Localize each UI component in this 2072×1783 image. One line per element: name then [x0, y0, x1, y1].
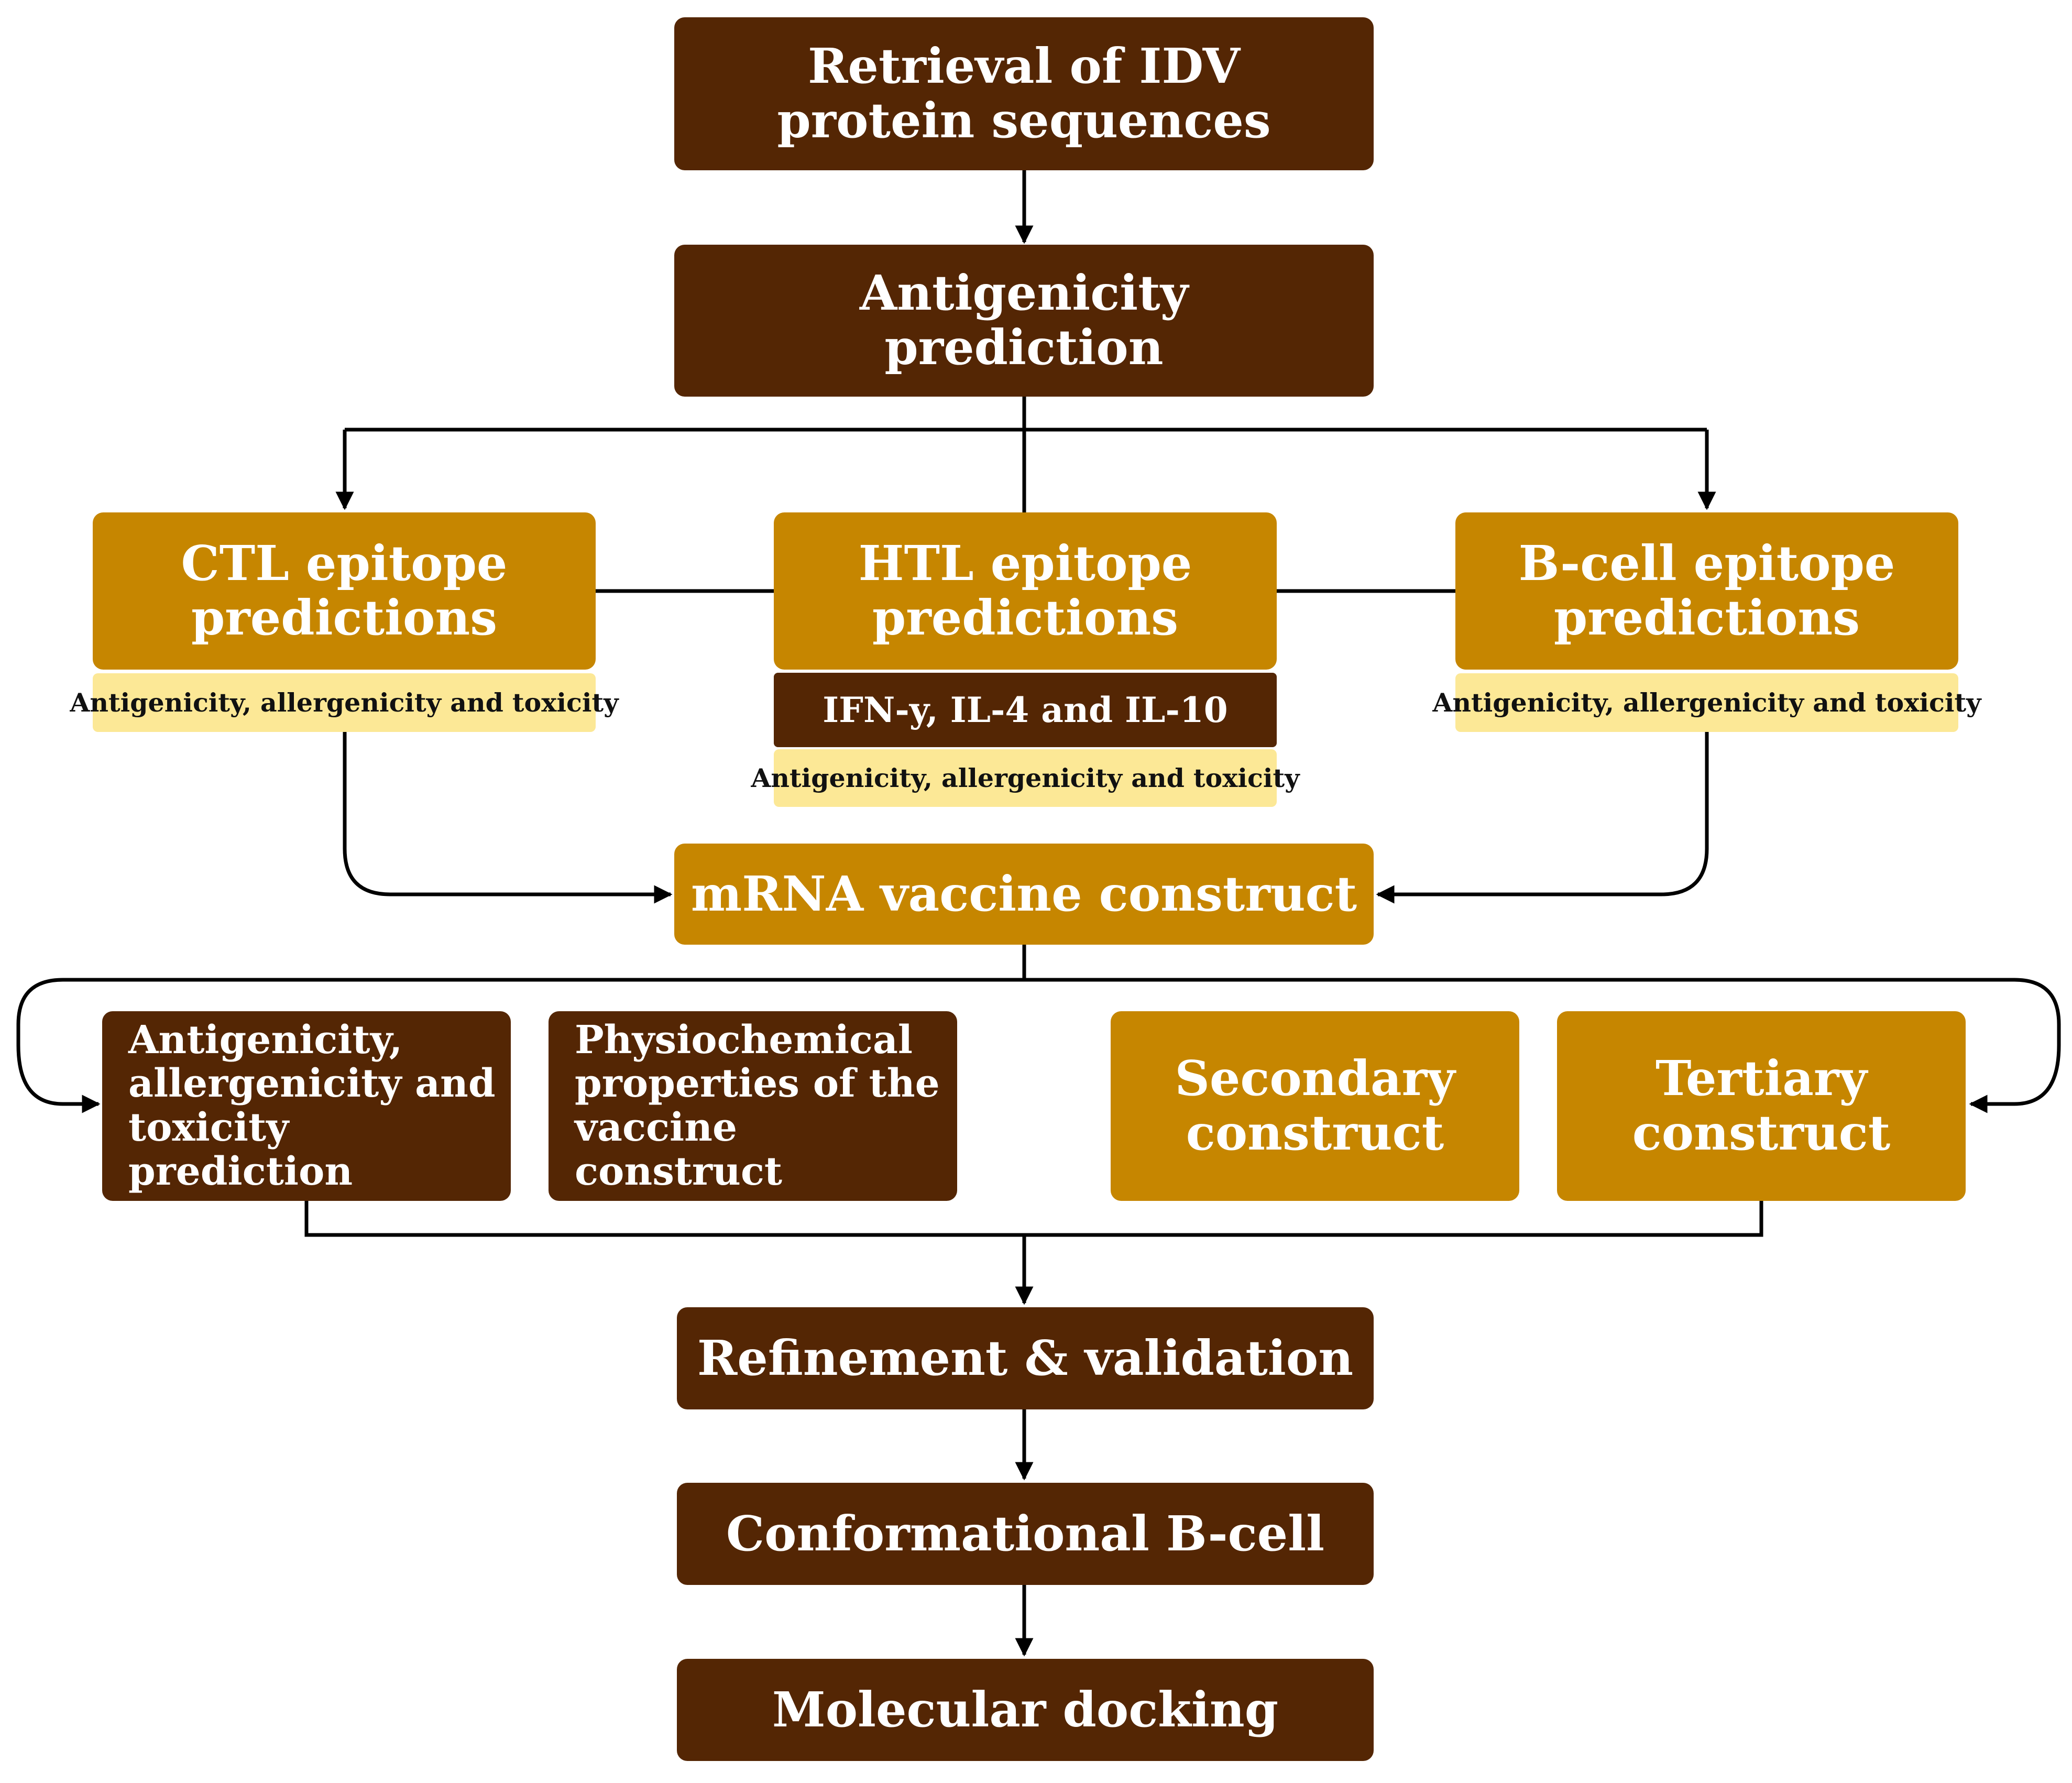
refinement-step: Refinement & validation [677, 1307, 1374, 1409]
bcell-epitope-step: B-cell epitope predictions [1455, 512, 1958, 670]
arrow-loop-right [1024, 978, 2061, 1113]
antigenicity-step: Antigenicity prediction [674, 245, 1374, 397]
bcell-note: Antigenicity, allergenicity and toxicity [1432, 673, 1981, 732]
conformational-bcell-step: Conformational B-cell [677, 1483, 1374, 1585]
ctl-note: Antigenicity, allergenicity and toxicity [70, 673, 619, 732]
arrow-bcell-to-mrna [1376, 732, 1709, 904]
tertiary-construct-step: Tertiary construct [1557, 1011, 1966, 1201]
arrow-loop-left [16, 978, 1024, 1113]
htl-note: Antigenicity, allergenicity and toxicity [751, 749, 1300, 807]
molecular-docking-step: Molecular docking [677, 1659, 1374, 1761]
connector-merge-bar [304, 1201, 1763, 1237]
physiochemical-step: Physiochemical properties of the vaccine… [549, 1011, 957, 1201]
aat-prediction-step: Antigenicity, allergenicity and toxicity… [102, 1011, 511, 1201]
htl-epitope-step: HTL epitope predictions [774, 512, 1277, 670]
ctl-epitope-step: CTL epitope predictions [93, 512, 596, 670]
mrna-construct-step: mRNA vaccine construct [674, 844, 1374, 945]
arrow-ctl-to-mrna [343, 732, 673, 904]
htl-cytokines-band: IFN-y, IL-4 and IL-10 [774, 673, 1277, 747]
secondary-construct-step: Secondary construct [1111, 1011, 1519, 1201]
retrieval-step: Retrieval of IDV protein sequences [674, 17, 1374, 170]
